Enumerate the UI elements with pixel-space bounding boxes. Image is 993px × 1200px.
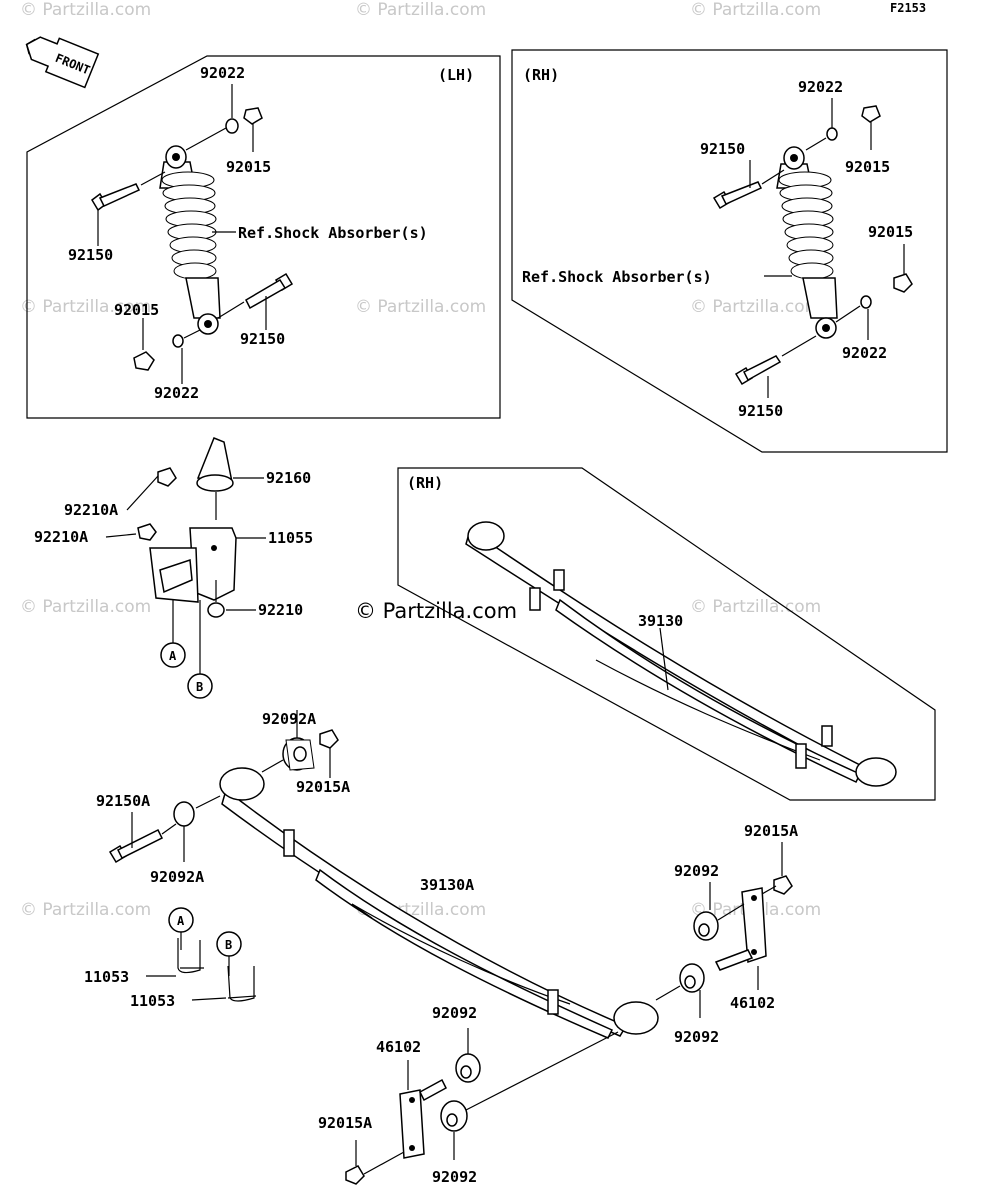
callout-label: B <box>196 680 203 694</box>
bolt-icon <box>712 181 763 210</box>
bolt-icon <box>245 272 294 310</box>
part-number-label: 92150A <box>96 792 150 810</box>
ref-shock-absorber-label: Ref.Shock Absorber(s) <box>238 224 428 242</box>
part-number-label: 39130 <box>638 612 683 630</box>
part-number-label: 11053 <box>84 968 129 986</box>
part-number-label: 39130A <box>420 876 474 894</box>
washer-icon <box>172 334 184 348</box>
bushing-icon <box>693 911 719 941</box>
ref-shock-absorber-label: Ref.Shock Absorber(s) <box>522 268 712 286</box>
watermarks: © Partzilla.com © Partzilla.com © Partzi… <box>20 0 821 920</box>
nut-icon <box>207 602 225 618</box>
bushing-icon <box>455 1053 481 1083</box>
part-number-label: 92160 <box>266 469 311 487</box>
part-number-label: 92092A <box>262 710 316 728</box>
u-bolt-icon <box>177 938 204 974</box>
front-arrow: FRONT <box>25 36 100 89</box>
nut-icon <box>243 107 263 125</box>
nut-icon <box>861 105 881 123</box>
panel-side-label: (RH) <box>407 474 443 492</box>
part-number-label: 92022 <box>798 78 843 96</box>
figure-code: F2153 <box>890 1 926 15</box>
nut-icon <box>319 729 339 749</box>
nut-icon <box>137 523 157 541</box>
watermark: © Partzilla.com <box>20 900 151 920</box>
part-number-label: 92092 <box>674 1028 719 1046</box>
part-number-label: 92022 <box>842 344 887 362</box>
rh-leaf-spring-panel: (RH) 39130 <box>397 467 936 801</box>
bolt-icon <box>734 355 782 386</box>
bushing-icon <box>679 963 705 993</box>
part-number-label: 92015 <box>868 223 913 241</box>
part-number-label: 92015 <box>226 158 271 176</box>
rh-shock-absorber <box>776 146 838 339</box>
part-number-label: 11053 <box>130 992 175 1010</box>
callout-label: A <box>177 914 185 928</box>
part-number-label: 92092 <box>432 1004 477 1022</box>
part-number-label: 92150 <box>700 140 745 158</box>
watermark: © Partzilla.com <box>690 297 821 317</box>
shackle-icon <box>714 887 767 971</box>
bracket-assembly: A B 92160 92210A 92210A 11055 92210 <box>34 437 313 699</box>
washer-icon <box>860 295 872 309</box>
nut-icon <box>893 273 913 293</box>
watermark: © Partzilla.com <box>20 297 151 317</box>
part-number-label: 92150 <box>240 330 285 348</box>
part-number-label: 92015A <box>318 1114 372 1132</box>
panel-side-label: (RH) <box>523 66 559 84</box>
part-number-label: 92150 <box>68 246 113 264</box>
nut-icon <box>157 467 177 487</box>
bushing-icon <box>282 737 315 771</box>
part-number-label: 92092 <box>432 1168 477 1186</box>
watermark: © Partzilla.com <box>355 297 486 317</box>
watermark: © Partzilla.com <box>20 597 151 617</box>
lh-shock-panel: (LH) <box>26 55 501 419</box>
nut-icon <box>773 875 793 895</box>
part-number-label: 92150 <box>738 402 783 420</box>
part-number-label: 92015 <box>845 158 890 176</box>
callout-label: B <box>225 938 232 952</box>
bolt-icon <box>108 828 164 864</box>
bolt-icon <box>91 183 141 212</box>
part-number-label: 92022 <box>154 384 199 402</box>
washer-icon <box>826 127 838 141</box>
nut-icon <box>133 351 155 371</box>
part-number-label: 92210A <box>64 501 118 519</box>
bushing-icon <box>440 1100 468 1132</box>
nut-icon <box>345 1165 365 1185</box>
part-number-label: 92210 <box>258 601 303 619</box>
watermark: © Partzilla.com <box>355 0 486 20</box>
part-number-label: 92015 <box>114 301 159 319</box>
rh-shock-panel: (RH) <box>511 49 948 453</box>
watermark: © Partzilla.com <box>690 0 821 20</box>
washer-icon <box>225 118 239 134</box>
part-number-label: 92092 <box>674 862 719 880</box>
lh-leaf-spring <box>219 767 659 1039</box>
callout-label: A <box>169 649 177 663</box>
part-number-label: 46102 <box>730 994 775 1012</box>
lh-leaf-spring-assembly: A B <box>84 710 798 1186</box>
u-bolt-icon <box>227 965 257 1002</box>
watermark-main: © Partzilla.com <box>355 599 517 623</box>
lh-shock-absorber <box>159 145 221 335</box>
bushing-icon <box>173 801 195 827</box>
part-number-label: 92092A <box>150 868 204 886</box>
watermark: © Partzilla.com <box>20 0 151 20</box>
part-number-label: 92015A <box>296 778 350 796</box>
shackle-icon <box>399 1078 447 1159</box>
part-number-label: 92210A <box>34 528 88 546</box>
part-number-label: 11055 <box>268 529 313 547</box>
part-number-label: 46102 <box>376 1038 421 1056</box>
part-number-label: 92015A <box>744 822 798 840</box>
watermark: © Partzilla.com <box>690 597 821 617</box>
rh-leaf-spring <box>465 521 897 787</box>
part-number-label: 92022 <box>200 64 245 82</box>
panel-side-label: (LH) <box>438 66 474 84</box>
